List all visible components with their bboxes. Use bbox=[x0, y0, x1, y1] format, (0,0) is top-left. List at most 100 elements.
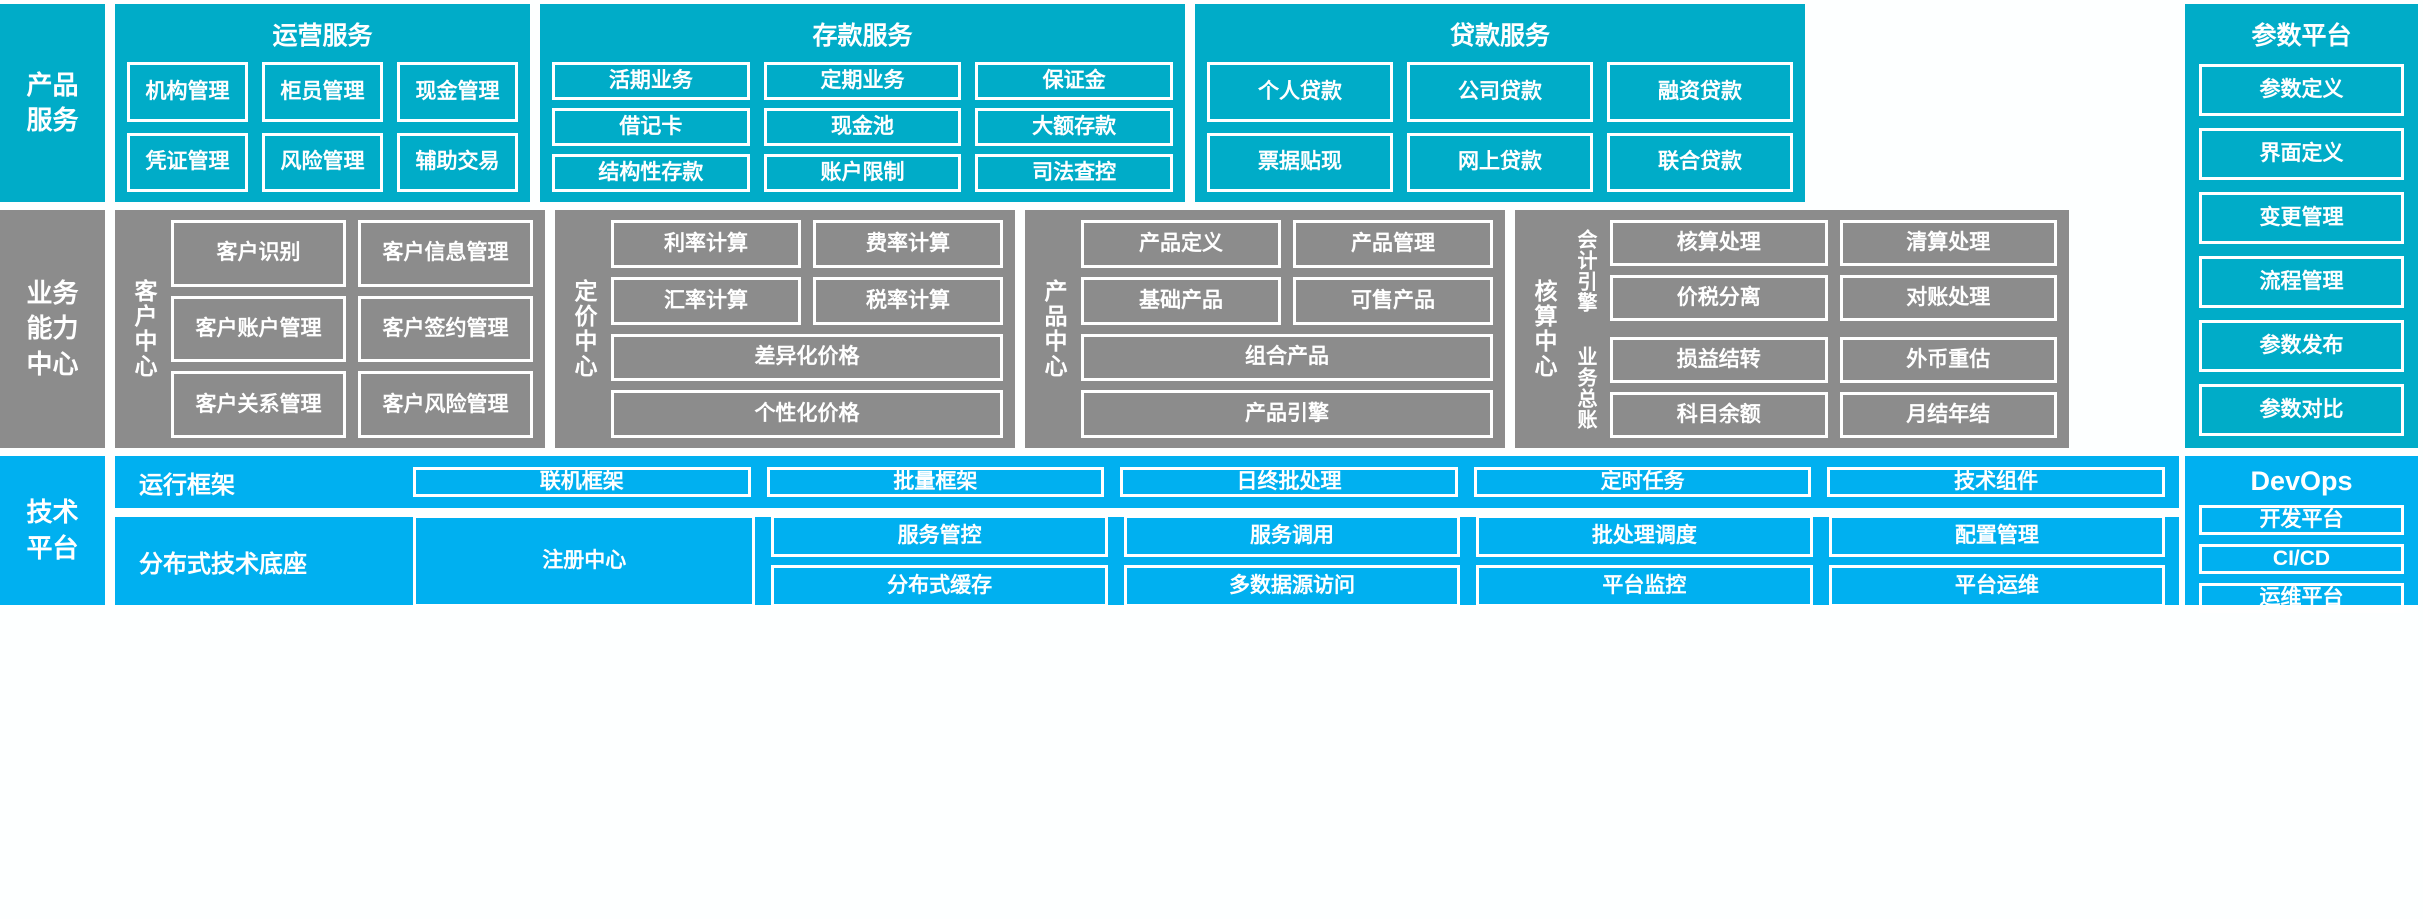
tech-section-label-runtime: 运行框架 bbox=[139, 471, 235, 499]
tech-item[interactable]: 服务调用 bbox=[1123, 514, 1461, 557]
capability-center-customer: 客户中心 客户识别 客户信息管理 客户账户管理 客户签约管理 客户关系管理 客户… bbox=[115, 210, 545, 448]
tech-section-distributed-base: 分布式技术底座 注册中心 服务管控 分布式缓存 服务调用 多数据源访问 批处理调… bbox=[115, 514, 2179, 608]
service-item[interactable]: 网上贷款 bbox=[1407, 132, 1593, 192]
tech-item[interactable]: 平台监控 bbox=[1476, 565, 1813, 608]
capability-item[interactable]: 产品定义 bbox=[1081, 220, 1281, 268]
tech-item[interactable]: 技术组件 bbox=[1827, 466, 2165, 498]
subgroup-label-general-ledger: 业务总账 bbox=[1574, 345, 1596, 430]
capability-item[interactable]: 基础产品 bbox=[1081, 276, 1281, 325]
service-item[interactable]: 定期业务 bbox=[763, 62, 962, 100]
capability-item[interactable]: 费率计算 bbox=[813, 220, 1003, 268]
service-item[interactable]: 联合贷款 bbox=[1607, 132, 1793, 192]
group-title-loan: 贷款服务 bbox=[1449, 22, 1550, 50]
parameter-item[interactable]: 流程管理 bbox=[2199, 256, 2404, 308]
capability-item[interactable]: 客户识别 bbox=[171, 220, 346, 287]
rail-product-services: 产品 服务 bbox=[0, 4, 105, 202]
tech-item[interactable]: 多数据源访问 bbox=[1123, 565, 1461, 608]
accounting-subgroup-engine: 会计引擎 核算处理 清算处理 价税分离 对账处理 bbox=[1571, 220, 2057, 321]
subgroup-label-accounting-engine: 会计引擎 bbox=[1574, 228, 1596, 313]
product-services-band: 产品 服务 运营服务 机构管理 柜员管理 现金管理 凭证管理 风险管理 辅助交易… bbox=[0, 4, 2423, 202]
capability-item[interactable]: 损益结转 bbox=[1610, 337, 1828, 383]
devops-item[interactable]: 开发平台 bbox=[2199, 505, 2404, 536]
service-item[interactable]: 保证金 bbox=[975, 62, 1173, 100]
tech-item-column: 服务调用 多数据源访问 bbox=[1123, 514, 1461, 608]
capability-item-wide[interactable]: 差异化价格 bbox=[611, 333, 1003, 382]
devops-item[interactable]: CI/CD bbox=[2199, 544, 2404, 575]
capability-item[interactable]: 客户关系管理 bbox=[171, 371, 346, 438]
capability-item[interactable]: 产品管理 bbox=[1293, 220, 1493, 268]
tech-section-runtime-framework: 运行框架 联机框架 批量框架 日终批处理 定时任务 技术组件 bbox=[115, 456, 2179, 508]
capability-item[interactable]: 外币重估 bbox=[1839, 337, 2057, 383]
service-item[interactable]: 司法查控 bbox=[975, 154, 1173, 192]
parameter-item[interactable]: 参数对比 bbox=[2199, 384, 2404, 436]
tech-item[interactable]: 配置管理 bbox=[1828, 514, 2166, 557]
service-item[interactable]: 借记卡 bbox=[552, 108, 750, 146]
capability-item-wide[interactable]: 组合产品 bbox=[1081, 333, 1493, 382]
parameter-item[interactable]: 界面定义 bbox=[2199, 128, 2404, 180]
service-item[interactable]: 个人贷款 bbox=[1207, 62, 1393, 122]
service-item[interactable]: 活期业务 bbox=[552, 62, 750, 100]
service-item[interactable]: 票据贴现 bbox=[1207, 132, 1393, 192]
service-item[interactable]: 结构性存款 bbox=[552, 154, 750, 192]
devops-item[interactable]: 运维平台 bbox=[2199, 583, 2404, 614]
service-item[interactable]: 融资贷款 bbox=[1607, 62, 1793, 122]
tech-item[interactable]: 批处理调度 bbox=[1476, 514, 1813, 557]
service-group-loan: 贷款服务 个人贷款 公司贷款 融资贷款 票据贴现 网上贷款 联合贷款 bbox=[1195, 4, 1805, 202]
parameter-item[interactable]: 变更管理 bbox=[2199, 192, 2404, 244]
capability-center-product: 产品中心 产品定义 产品管理 基础产品 可售产品 组合产品 产品引擎 bbox=[1025, 210, 1505, 448]
tech-item[interactable]: 服务管控 bbox=[771, 514, 1108, 557]
capability-item[interactable]: 核算处理 bbox=[1610, 220, 1828, 266]
technology-platform-band: 技术 平台 运行框架 联机框架 批量框架 日终批处理 定时任务 技术组件 分布式… bbox=[0, 456, 2423, 915]
tech-item[interactable]: 联机框架 bbox=[413, 466, 751, 498]
tech-item[interactable]: 平台运维 bbox=[1828, 565, 2166, 608]
service-item[interactable]: 风险管理 bbox=[262, 132, 383, 192]
service-item[interactable]: 凭证管理 bbox=[127, 132, 248, 192]
service-item[interactable]: 柜员管理 bbox=[262, 62, 383, 122]
capability-item[interactable]: 月结年结 bbox=[1839, 392, 2057, 438]
center-label-customer: 客户中心 bbox=[131, 279, 157, 379]
service-item[interactable]: 现金池 bbox=[763, 108, 962, 146]
service-item[interactable]: 现金管理 bbox=[397, 62, 518, 122]
capability-item[interactable]: 客户信息管理 bbox=[358, 220, 533, 287]
capability-item[interactable]: 科目余额 bbox=[1610, 392, 1828, 438]
capability-center-pricing: 定价中心 利率计算 费率计算 汇率计算 税率计算 差异化价格 个性化价格 bbox=[555, 210, 1015, 448]
parameter-item[interactable]: 参数发布 bbox=[2199, 320, 2404, 372]
tech-item-column: 配置管理 平台运维 bbox=[1828, 514, 2166, 608]
side-column-devops: DevOps 开发平台 CI/CD 运维平台 bbox=[2185, 456, 2418, 614]
rail-technology-platform: 技术 平台 bbox=[0, 456, 105, 605]
capability-item[interactable]: 客户风险管理 bbox=[358, 371, 533, 438]
capability-item-wide[interactable]: 产品引擎 bbox=[1081, 390, 1493, 438]
capability-item[interactable]: 客户签约管理 bbox=[358, 295, 533, 363]
side-column-parameter-platform: 参数平台 参数定义 界面定义 变更管理 流程管理 参数发布 参数对比 bbox=[2185, 4, 2418, 448]
side-column-title-devops: DevOps bbox=[2250, 466, 2353, 496]
group-title-operations: 运营服务 bbox=[272, 22, 373, 50]
capability-item[interactable]: 价税分离 bbox=[1610, 275, 1828, 321]
service-group-operations: 运营服务 机构管理 柜员管理 现金管理 凭证管理 风险管理 辅助交易 bbox=[115, 4, 530, 202]
service-item[interactable]: 机构管理 bbox=[127, 62, 248, 122]
service-item[interactable]: 账户限制 bbox=[763, 154, 962, 192]
service-item[interactable]: 大额存款 bbox=[975, 108, 1173, 146]
capability-item-wide[interactable]: 个性化价格 bbox=[611, 390, 1003, 438]
capability-item[interactable]: 利率计算 bbox=[611, 220, 801, 268]
service-item[interactable]: 辅助交易 bbox=[397, 132, 518, 192]
tech-item-registry[interactable]: 注册中心 bbox=[413, 514, 756, 608]
side-column-title-parameter: 参数平台 bbox=[2251, 22, 2352, 50]
capability-item[interactable]: 清算处理 bbox=[1839, 220, 2057, 266]
tech-item[interactable]: 批量框架 bbox=[766, 466, 1105, 498]
capability-item[interactable]: 税率计算 bbox=[813, 276, 1003, 325]
tech-item[interactable]: 分布式缓存 bbox=[771, 565, 1108, 608]
capability-item[interactable]: 客户账户管理 bbox=[171, 295, 346, 363]
capability-item[interactable]: 对账处理 bbox=[1839, 275, 2057, 321]
tech-item-column: 批处理调度 平台监控 bbox=[1476, 514, 1813, 608]
tech-item[interactable]: 定时任务 bbox=[1473, 466, 1812, 498]
capability-item[interactable]: 汇率计算 bbox=[611, 276, 801, 325]
capability-item[interactable]: 可售产品 bbox=[1293, 276, 1493, 325]
service-item[interactable]: 公司贷款 bbox=[1407, 62, 1593, 122]
capability-center-accounting: 核算中心 会计引擎 核算处理 清算处理 价税分离 对账处理 业务总账 损益结转 … bbox=[1515, 210, 2069, 448]
center-label-pricing: 定价中心 bbox=[571, 279, 597, 379]
center-label-product: 产品中心 bbox=[1041, 279, 1067, 379]
accounting-subgroup-ledger: 业务总账 损益结转 外币重估 科目余额 月结年结 bbox=[1571, 337, 2057, 438]
tech-item[interactable]: 日终批处理 bbox=[1120, 466, 1458, 498]
parameter-item[interactable]: 参数定义 bbox=[2199, 64, 2404, 116]
